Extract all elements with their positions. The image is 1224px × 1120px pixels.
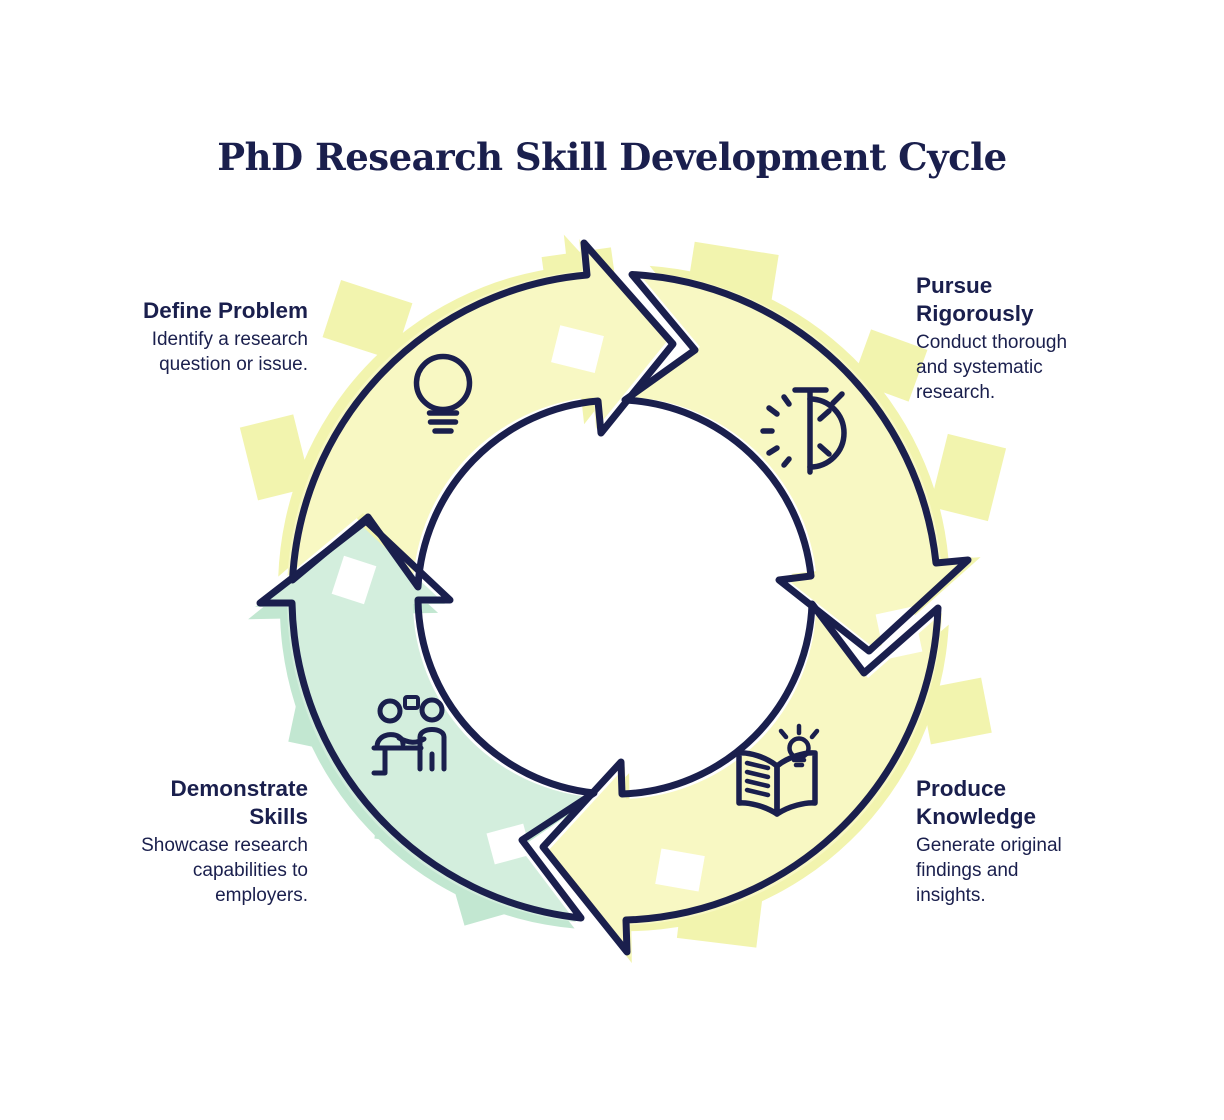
white-streaks (331, 325, 923, 892)
stopwatch-icon (760, 387, 847, 475)
stage-description: Identify a research question or issue. (151, 329, 308, 375)
patch (239, 414, 312, 501)
streak (486, 823, 532, 865)
stage-label-define-problem: Define Problem Identify a research quest… (58, 297, 308, 377)
arrow-pursue-rigorously (621, 271, 972, 655)
stage-title: Produce Knowledge (916, 776, 1037, 829)
stage-description: Showcase research capabilities to employ… (141, 835, 308, 906)
stage-title: Define Problem (142, 298, 308, 323)
arrow-fills (248, 234, 981, 964)
arrow-fill (547, 609, 942, 957)
handshake-presentation-icon (371, 695, 447, 776)
patch (322, 280, 413, 361)
arrow-fill (255, 525, 589, 922)
stage-description: Conduct thorough and systematic research… (916, 332, 1068, 403)
stage-title: Demonstrate Skills (170, 776, 308, 829)
stage-icons (371, 353, 847, 817)
page-title: PhD Research Skill Development Cycle (217, 134, 1007, 179)
lightbulb-icon (413, 353, 473, 434)
arrow-produce-knowledge (539, 600, 942, 956)
patch (920, 677, 992, 745)
arrow-fill (630, 271, 973, 648)
stage-description: Generate original findings and insights. (916, 835, 1062, 906)
stage-label-produce-knowledge: Produce Knowledge Generate original find… (916, 775, 1126, 908)
stage-title: Pursue Rigorously (916, 273, 1034, 326)
arrow-outlines (256, 239, 972, 956)
stage-label-pursue-rigorously: Pursue Rigorously Conduct thorough and s… (916, 272, 1126, 405)
streak (655, 848, 705, 892)
stage-label-demonstrate-skills: Demonstrate Skills Showcase research cap… (58, 775, 308, 908)
arrow-fill (287, 239, 668, 583)
arrow-define-problem (289, 239, 677, 591)
streak (331, 555, 377, 605)
arrow-demonstrate-skills (256, 517, 598, 922)
streak (875, 606, 923, 660)
patch (929, 433, 1007, 522)
streak (551, 325, 604, 373)
open-book-bulb-icon (736, 723, 820, 817)
